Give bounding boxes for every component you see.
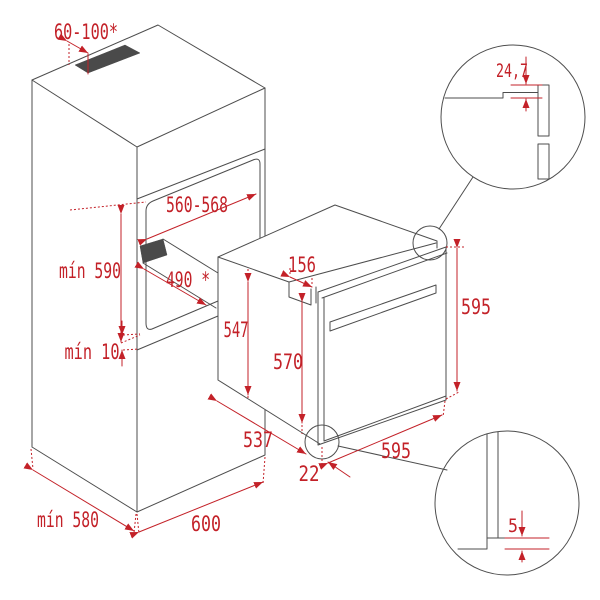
dim-ext-oven-width: [321, 400, 446, 468]
label-niche-height-min: mín 590: [59, 259, 121, 283]
dim-ext-cabinet-width: [136, 456, 266, 535]
label-detail-top-step: 24,7: [496, 60, 528, 82]
dim-ext-oven-height: [445, 246, 464, 400]
detail-leader-top: [438, 176, 474, 230]
dim-ext-niche-height: [69, 201, 147, 344]
dim-line-oven-depth: [207, 393, 307, 455]
dim-line-oven-width: [318, 414, 443, 470]
label-top-frame-depth: 156: [288, 253, 316, 277]
dim-line-frame-depth: [280, 270, 313, 288]
oven-top-face: [217, 204, 438, 283]
vent-slot: [74, 44, 141, 74]
dimension-lines: [23, 33, 550, 563]
dim-ext-clearance: [122, 333, 141, 351]
cabinet-edges: [31, 79, 266, 513]
label-cabinet-depth-min: mín 580: [37, 508, 99, 532]
dim-line-cabinet-depth: [23, 462, 135, 532]
label-door-overhang: 22: [299, 462, 320, 486]
detail-top-circle: [440, 44, 586, 190]
label-niche-shelf-depth: 490 *: [166, 268, 210, 292]
label-cabinet-width: 600: [191, 512, 221, 536]
dim-ticks-top-step: [510, 84, 543, 99]
dim-line-cabinet-width: [129, 481, 264, 539]
dim-line-door-overhang: [327, 461, 351, 478]
niche-top-line: [136, 148, 266, 200]
dim-ext-frame-depth: [289, 268, 313, 286]
label-oven-body-depth: 537: [243, 428, 273, 452]
oven-front-frame: [317, 246, 447, 446]
dim-line-niche-width: [137, 193, 257, 246]
dim-line-vent: [57, 33, 89, 54]
oven-top-notch: [288, 281, 317, 306]
dim-ticks-bottom-gap: [504, 537, 550, 550]
label-detail-bottom-gap: 5: [508, 515, 518, 537]
label-niche-width: 560-568: [166, 193, 228, 217]
detail-marker-bottom-circle: [304, 424, 340, 460]
detail-bottom-profile: [457, 431, 521, 550]
detail-top-profile: [444, 84, 550, 180]
dim-line-shelf-depth: [134, 261, 207, 306]
oven-front-inner-lines: [321, 252, 448, 442]
oven-side-face: [217, 256, 321, 445]
label-bottom-clearance-min: mín 10: [65, 340, 120, 364]
detail-bottom-circle: [434, 430, 580, 576]
label-oven-height: 595: [461, 295, 491, 319]
oven-handle-slot: [329, 284, 437, 332]
label-oven-width: 595: [381, 439, 411, 463]
dimension-labels: 60-100* 560-568 mín 590 490 * mín 10 mín…: [37, 20, 528, 537]
label-oven-front-height: 570: [273, 350, 303, 374]
label-vent-slot-width: 60-100*: [54, 20, 118, 44]
niche-shelf-section: [139, 238, 168, 264]
detail-callouts: [304, 44, 586, 576]
detail-marker-top-circle: [412, 225, 448, 261]
label-oven-body-height: 547: [224, 318, 249, 342]
